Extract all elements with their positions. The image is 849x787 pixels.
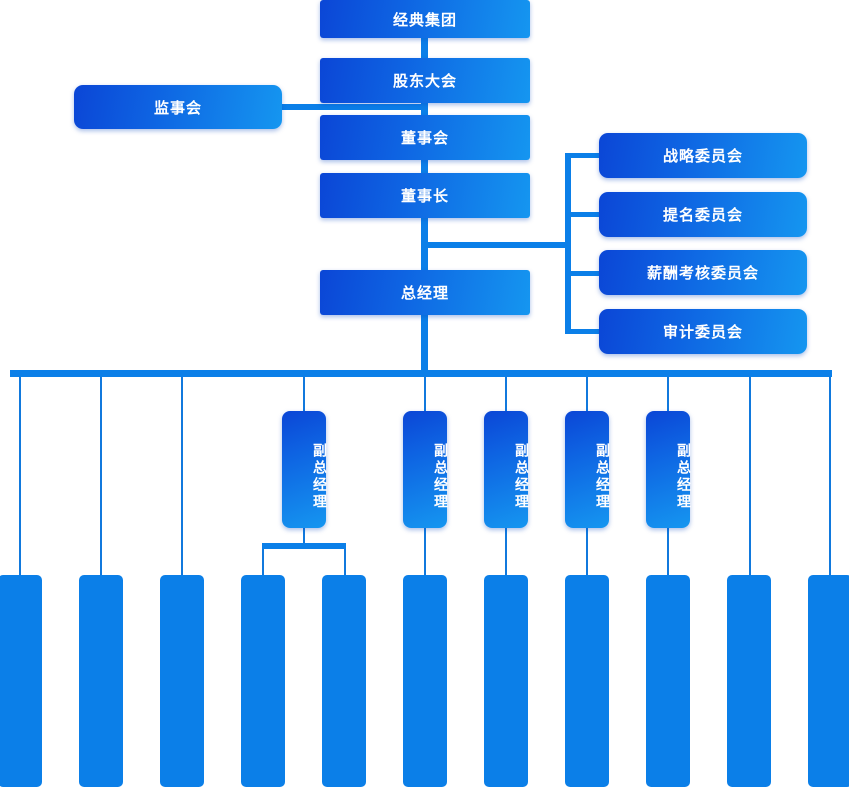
bus-drop-line-10 [749, 377, 751, 575]
department-box-9[interactable] [646, 575, 690, 787]
node-board-of-directors[interactable]: 董事会 [320, 115, 530, 160]
committee-stub-2 [565, 212, 603, 217]
department-box-6[interactable] [403, 575, 447, 787]
node-shareholders-meeting[interactable]: 股东大会 [320, 58, 530, 103]
deputy-gm-3[interactable]: 副总经理 [484, 411, 529, 528]
department-box-11[interactable] [808, 575, 849, 787]
department-box-1[interactable] [0, 575, 42, 787]
department-box-2[interactable] [79, 575, 123, 787]
node-board-of-supervisors[interactable]: 监事会 [74, 85, 282, 129]
committee-nomination[interactable]: 提名委员会 [599, 192, 807, 237]
deputy-2-drop-line [424, 528, 426, 575]
deputy-1-branch-drop-left [262, 549, 264, 575]
bus-to-deputy-line-1 [303, 377, 305, 411]
department-box-5[interactable] [322, 575, 366, 787]
bus-drop-line-1 [19, 377, 21, 575]
committee-compensation[interactable]: 薪酬考核委员会 [599, 250, 807, 295]
department-box-10[interactable] [727, 575, 771, 787]
deputy-gm-1[interactable]: 副总经理 [282, 411, 327, 528]
bus-drop-line-3 [181, 377, 183, 575]
department-box-8[interactable] [565, 575, 609, 787]
department-box-7[interactable] [484, 575, 528, 787]
trunk-line-gm-to-bus [421, 313, 428, 373]
deputy-1-branch-bar [262, 543, 346, 549]
bus-to-deputy-line-5 [667, 377, 669, 411]
node-group[interactable]: 经典集团 [320, 0, 530, 38]
department-box-3[interactable] [160, 575, 204, 787]
trunk-line-chairman-to-gm [421, 217, 428, 270]
bus-to-deputy-line-2 [424, 377, 426, 411]
bus-to-deputy-line-3 [505, 377, 507, 411]
deputy-4-drop-line [586, 528, 588, 575]
bus-drop-line-11 [829, 377, 831, 575]
deputy-5-drop-line [667, 528, 669, 575]
committee-stub-4 [565, 329, 603, 334]
committee-audit[interactable]: 审计委员会 [599, 309, 807, 354]
trunk-line-board-to-chairman [421, 159, 428, 173]
bus-to-deputy-line-4 [586, 377, 588, 411]
deputy-1-branch-drop-right [344, 549, 346, 575]
deputy-gm-2[interactable]: 副总经理 [403, 411, 448, 528]
committee-trunk-link [425, 242, 570, 248]
deputy-3-drop-line [505, 528, 507, 575]
deputy-gm-4[interactable]: 副总经理 [565, 411, 610, 528]
committee-spine [565, 153, 571, 333]
committee-stub-3 [565, 271, 603, 276]
department-bus-line [10, 370, 832, 377]
node-chairman[interactable]: 董事长 [320, 173, 530, 218]
committee-stub-1 [565, 153, 603, 158]
node-general-manager[interactable]: 总经理 [320, 270, 530, 315]
supervisors-connector-line [280, 104, 425, 110]
deputy-1-stem [303, 528, 305, 544]
bus-drop-line-2 [100, 377, 102, 575]
committee-strategy[interactable]: 战略委员会 [599, 133, 807, 178]
deputy-gm-5[interactable]: 副总经理 [646, 411, 691, 528]
department-box-4[interactable] [241, 575, 285, 787]
trunk-line-group-to-shareholders [421, 36, 428, 58]
